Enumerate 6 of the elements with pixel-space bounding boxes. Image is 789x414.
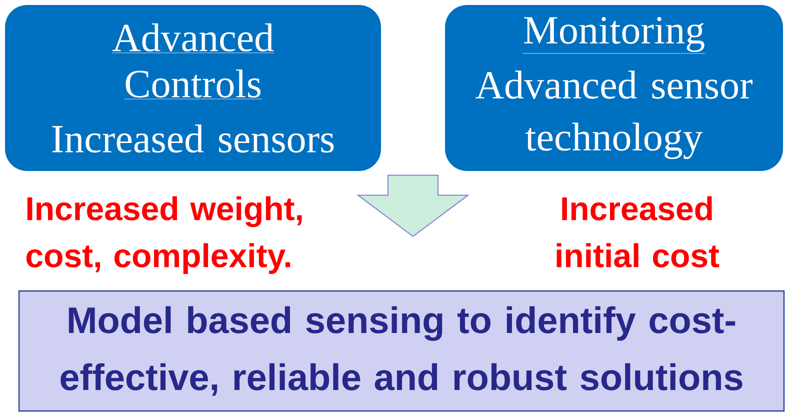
- note-text: Increased weight, cost, complexity.: [26, 196, 302, 274]
- rounded-box: Advanced Controls Increased sensors: [5, 5, 381, 171]
- block-arrow: [356, 174, 470, 238]
- note-text: Increased initial cost: [556, 196, 720, 268]
- text-box: Model based sensing to identify cost-effective, reliable and robust solutions: [18, 290, 785, 412]
- rounded-box: Monitoring Advanced sensor technology: [445, 5, 783, 171]
